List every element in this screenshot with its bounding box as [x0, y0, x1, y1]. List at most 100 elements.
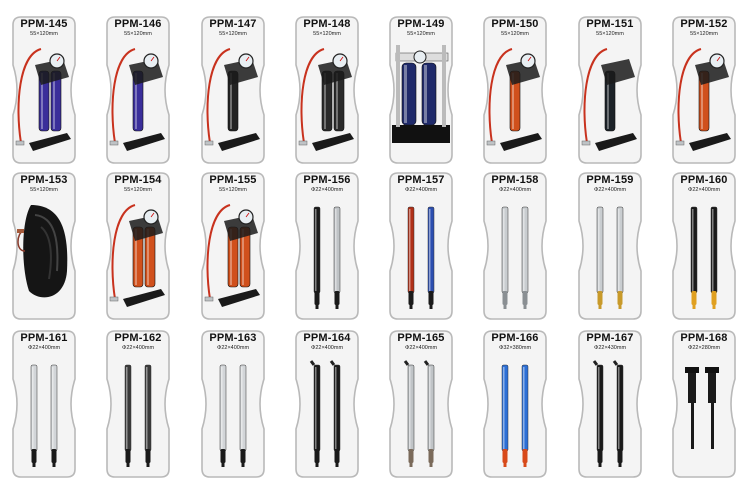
- product-code: PPM-145: [20, 18, 68, 30]
- product-size: Φ22×400mm: [310, 345, 344, 351]
- product-code: PPM-165: [397, 332, 445, 344]
- card-frame: [295, 172, 359, 320]
- product-code: PPM-157: [397, 174, 445, 186]
- pump-tube-image: [685, 367, 719, 449]
- pump-tube-image: [690, 206, 718, 309]
- product-code: PPM-163: [209, 332, 257, 344]
- pump-tube-image: [403, 360, 435, 467]
- card-frame: [295, 330, 359, 478]
- card-frame: [389, 330, 453, 478]
- foot-pump-image: [486, 48, 542, 151]
- product-size: 55×120mm: [219, 187, 247, 193]
- pump-tube-image: [596, 206, 624, 309]
- product-size: 55×120mm: [596, 31, 624, 37]
- product-size: Φ32×380mm: [498, 345, 532, 351]
- product-code: PPM-148: [303, 18, 351, 30]
- card-frame: [483, 172, 547, 320]
- product-size: 55×120mm: [501, 31, 529, 37]
- card-frame: [672, 172, 736, 320]
- card-frame: [12, 330, 76, 478]
- product-code: PPM-166: [491, 332, 539, 344]
- card-frame: [201, 330, 265, 478]
- product-size: 55×120mm: [124, 187, 152, 193]
- foot-pump-image: [675, 48, 731, 151]
- product-size: 55×120mm: [407, 31, 435, 37]
- product-size: 55×120mm: [219, 31, 247, 37]
- card-frame: [389, 172, 453, 320]
- product-size: Φ22×400mm: [310, 187, 344, 193]
- card-frame: [578, 330, 642, 478]
- product-code: PPM-168: [680, 332, 728, 344]
- card-frame: [578, 172, 642, 320]
- product-size: 55×120mm: [690, 31, 718, 37]
- product-code: PPM-164: [303, 332, 351, 344]
- pump-tube-image: [313, 206, 341, 309]
- foot-pump-image: [204, 48, 260, 151]
- foot-pump-image: [15, 48, 71, 151]
- product-size: 55×120mm: [30, 187, 58, 193]
- product-code: PPM-153: [20, 174, 68, 186]
- product-code: PPM-154: [114, 174, 162, 186]
- product-code: PPM-150: [491, 18, 539, 30]
- pump-tube-image: [407, 206, 435, 309]
- card-frame: [483, 330, 547, 478]
- foot-pump-image: [392, 45, 450, 143]
- product-size: 55×120mm: [124, 31, 152, 37]
- product-code: PPM-162: [114, 332, 162, 344]
- bellows-pump-image: [17, 205, 68, 298]
- product-size: 55×120mm: [30, 31, 58, 37]
- pump-tube-image: [592, 360, 624, 467]
- product-size: 55×120mm: [313, 31, 341, 37]
- product-code: PPM-151: [586, 18, 634, 30]
- product-code: PPM-158: [491, 174, 539, 186]
- product-size: Φ22×400mm: [593, 187, 627, 193]
- pump-tube-image: [219, 364, 247, 467]
- product-size: Φ22×400mm: [687, 187, 721, 193]
- product-size: Φ22×400mm: [404, 345, 438, 351]
- product-code: PPM-159: [586, 174, 634, 186]
- product-code: PPM-161: [20, 332, 68, 344]
- foot-pump-image: [204, 204, 260, 307]
- product-code: PPM-167: [586, 332, 634, 344]
- pump-tube-image: [501, 364, 529, 467]
- pump-tube-image: [124, 364, 152, 467]
- product-size: Φ22×430mm: [593, 345, 627, 351]
- product-code: PPM-152: [680, 18, 728, 30]
- card-frame: [106, 330, 170, 478]
- foot-pump-image: [109, 204, 165, 307]
- foot-pump-image: [298, 48, 354, 151]
- pump-tube-image: [30, 364, 58, 467]
- product-size: Φ22×400mm: [404, 187, 438, 193]
- foot-pump-image: [109, 48, 165, 151]
- product-size: Φ22×280mm: [687, 345, 721, 351]
- pump-tube-image: [501, 206, 529, 309]
- product-size: Φ22×400mm: [216, 345, 250, 351]
- product-code: PPM-147: [209, 18, 257, 30]
- product-size: Φ22×400mm: [498, 187, 532, 193]
- product-size: Φ22×400mm: [121, 345, 155, 351]
- product-code: PPM-146: [114, 18, 162, 30]
- product-code: PPM-160: [680, 174, 728, 186]
- product-code: PPM-156: [303, 174, 351, 186]
